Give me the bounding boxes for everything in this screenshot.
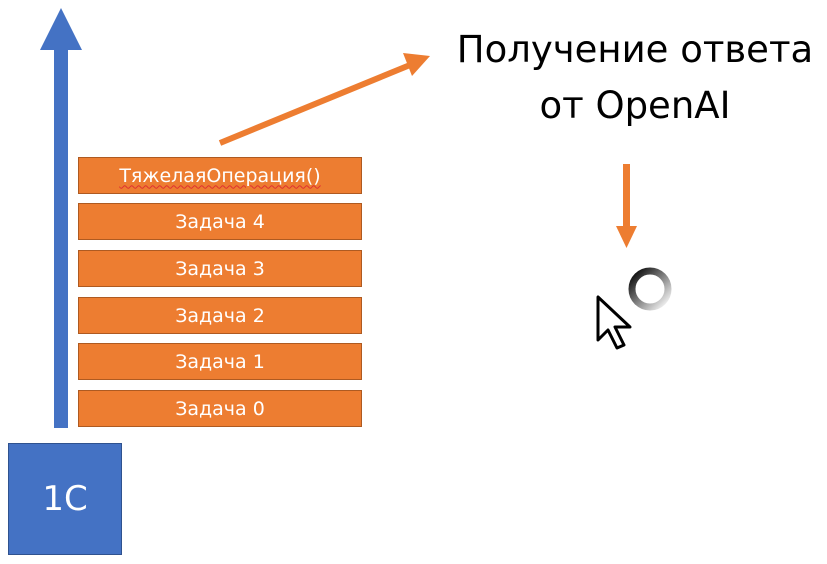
caption-line-2: от OpenAI — [539, 84, 731, 127]
loading-spinner-icon — [628, 267, 672, 311]
system-1c-block: 1C — [8, 443, 122, 555]
stack-item-task-0: Задача 0 — [78, 390, 362, 427]
request-arrow — [218, 53, 430, 146]
system-label: 1C — [42, 479, 88, 519]
stack-item-label: Задача 3 — [175, 257, 265, 280]
stack-item-label: Задача 4 — [175, 210, 265, 233]
stack-item-label: Задача 2 — [175, 304, 265, 327]
stack-item-task-1: Задача 1 — [78, 343, 362, 380]
stack-item-label: Задача 1 — [175, 350, 265, 373]
stack-growth-arrow — [40, 8, 82, 428]
stack-item-task-4: Задача 4 — [78, 203, 362, 240]
caption-line-1: Получение ответа — [456, 28, 814, 71]
wait-arrow — [616, 164, 637, 248]
mouse-pointer-icon — [596, 295, 632, 350]
stack-item-label: Задача 0 — [175, 397, 265, 420]
stack-item-heavy-operation: ТяжелаяОперация() — [78, 157, 362, 194]
stack-item-label: ТяжелаяОперация() — [119, 164, 321, 187]
stack-item-task-2: Задача 2 — [78, 297, 362, 334]
stack-item-task-3: Задача 3 — [78, 250, 362, 287]
